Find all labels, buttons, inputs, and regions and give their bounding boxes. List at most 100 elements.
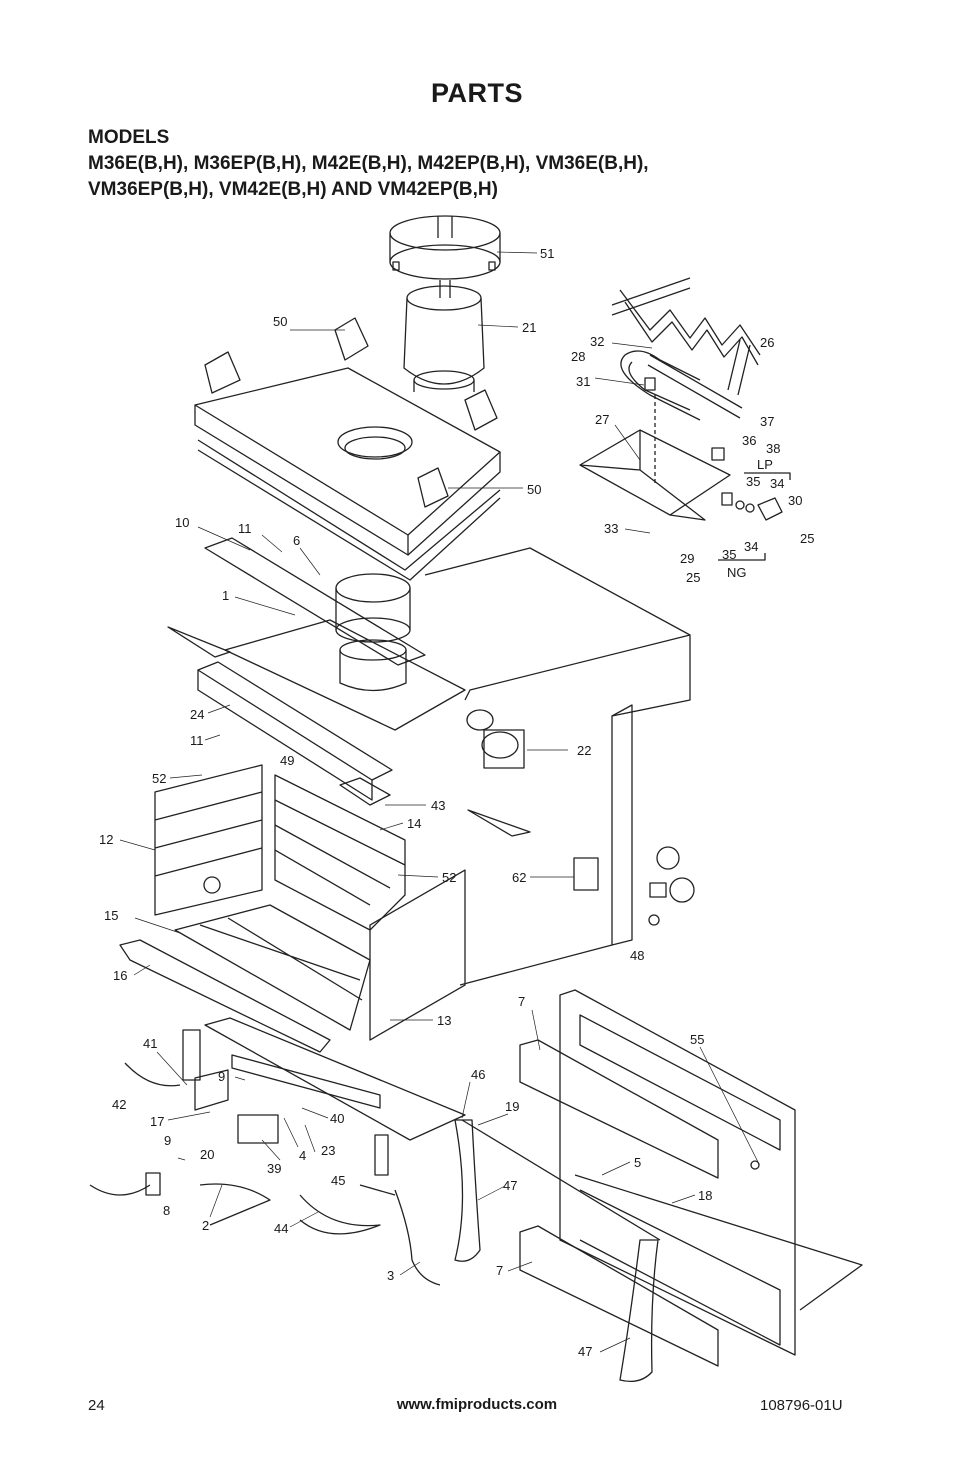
part-screen-left [454, 1119, 481, 1262]
part-side-panel [369, 869, 466, 1041]
callout-label: 17 [150, 1114, 164, 1129]
part-deflector-right [467, 809, 531, 837]
callout-label: 23 [321, 1143, 335, 1158]
callout-label: 14 [407, 816, 421, 831]
callout-label: 44 [274, 1221, 288, 1236]
callout-label: 29 [680, 551, 694, 566]
part-control-box [194, 1069, 229, 1111]
callout-label: 28 [571, 349, 585, 364]
callout-label: 13 [437, 1013, 451, 1028]
callout-label: 47 [578, 1344, 592, 1359]
callout-label: 52 [442, 870, 456, 885]
callout-label: 62 [512, 870, 526, 885]
callout-label: 7 [496, 1263, 503, 1278]
callout-label: LP [757, 457, 773, 472]
callout-label: 22 [577, 743, 591, 758]
callout-label: 9 [164, 1133, 171, 1148]
callout-label: 34 [744, 539, 758, 554]
callout-label: 25 [686, 570, 700, 585]
callout-label: 2 [202, 1218, 209, 1233]
callout-label: 48 [630, 948, 644, 963]
part-17-bracket [182, 1029, 201, 1081]
callout-label: 5 [634, 1155, 641, 1170]
part-wire-45 [359, 1184, 396, 1196]
models-heading: MODELS M36E(B,H), M36EP(B,H), M42E(B,H),… [88, 125, 888, 203]
callout-label: 25 [800, 531, 814, 546]
part-cable-42 [124, 1062, 181, 1087]
part-terminal-block [573, 857, 599, 891]
callout-label: NG [727, 565, 747, 580]
callout-label: 1 [222, 588, 229, 603]
part-bottom-pan [204, 1017, 466, 1141]
callout-label: 43 [431, 798, 445, 813]
callout-label: 40 [330, 1111, 344, 1126]
callout-label: 6 [293, 533, 300, 548]
callout-label: 35 [746, 474, 760, 489]
callout-labels: 51 21 50 50 26 32 28 31 27 37 36 38 LP 3… [99, 246, 814, 1359]
callout-label: 33 [604, 521, 618, 536]
document-number: 108796-01U [760, 1397, 843, 1414]
callout-label: 11 [238, 521, 252, 536]
part-tray [579, 395, 731, 521]
callout-label: 50 [273, 314, 287, 329]
callout-label: 4 [299, 1148, 306, 1163]
part-cone [403, 280, 485, 392]
callout-label: 24 [190, 707, 204, 722]
callout-label: 11 [190, 733, 204, 748]
callout-label: 30 [788, 493, 802, 508]
page-number: 24 [88, 1397, 105, 1414]
part-trim-top [519, 1039, 719, 1179]
callout-label: 10 [175, 515, 189, 530]
part-hearth [119, 939, 331, 1053]
part-brackets [204, 317, 498, 508]
callout-label: 8 [163, 1203, 170, 1218]
callout-label: 31 [576, 374, 590, 389]
callout-label: 12 [99, 832, 113, 847]
part-brick-back [154, 764, 263, 916]
part-bracket-small [374, 1134, 389, 1176]
part-collar [389, 215, 501, 280]
callout-label: 38 [766, 441, 780, 456]
callout-label: 15 [104, 908, 118, 923]
website-link[interactable]: www.fmiproducts.com [396, 1396, 558, 1413]
part-deflector-left [167, 626, 231, 658]
models-line-3: VM36EP(B,H), VM42E(B,H) AND VM42EP(B,H) [88, 179, 498, 200]
part-rail [197, 661, 393, 801]
callout-label: 21 [522, 320, 536, 335]
part-wire-44 [299, 1194, 381, 1235]
leader-lines [119, 251, 759, 1353]
callout-label: 49 [280, 753, 294, 768]
page-title: PARTS [430, 78, 523, 108]
part-valve-fittings [711, 447, 791, 561]
part-baffle [204, 537, 426, 666]
callout-label: 3 [387, 1268, 394, 1283]
callout-label: 52 [152, 771, 166, 786]
part-control-bracket [231, 1054, 381, 1109]
callout-label: 32 [590, 334, 604, 349]
part-flue [335, 573, 411, 692]
callout-label: 16 [113, 968, 127, 983]
callout-label: 50 [527, 482, 541, 497]
callout-label: 42 [112, 1097, 126, 1112]
callout-label: 26 [760, 335, 774, 350]
part-grate [611, 277, 761, 419]
part-hood [224, 619, 466, 731]
callout-label: 41 [143, 1036, 157, 1051]
callout-label: 37 [760, 414, 774, 429]
callout-label: 20 [200, 1147, 214, 1162]
callout-label: 45 [331, 1173, 345, 1188]
callout-label: 19 [505, 1099, 519, 1114]
part-22-plate [483, 729, 525, 769]
callout-label: 35 [722, 547, 736, 562]
part-grill [339, 777, 391, 806]
part-brick-side [274, 774, 406, 931]
callout-label: 47 [503, 1178, 517, 1193]
callout-label: 34 [770, 476, 784, 491]
callout-label: 27 [595, 412, 609, 427]
part-trim-bottom [519, 1225, 719, 1367]
part-firebox [424, 547, 695, 986]
callout-label: 55 [690, 1032, 704, 1047]
callout-label: 39 [267, 1161, 281, 1176]
part-wire-3 [394, 1189, 441, 1286]
